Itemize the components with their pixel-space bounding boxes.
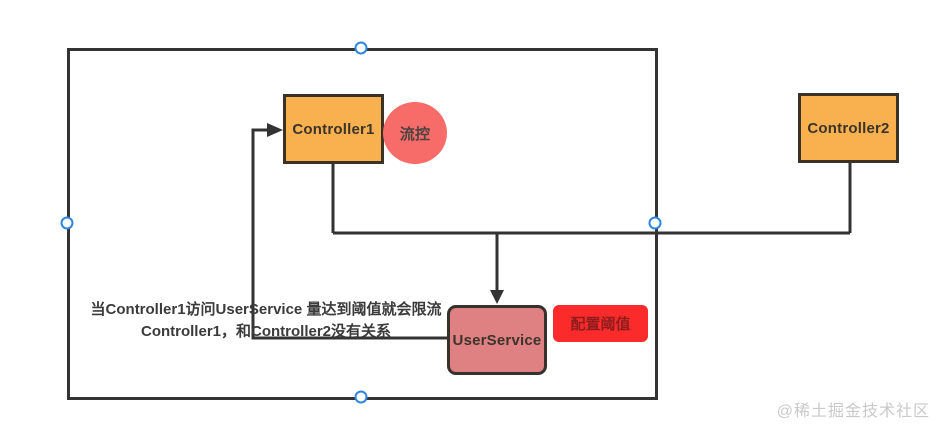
watermark: @稀土掘金技术社区 (776, 403, 930, 420)
resize-handle-right[interactable] (648, 216, 662, 230)
configure-threshold-label: 配置阈值 (570, 316, 631, 333)
resize-handle-left[interactable] (60, 216, 74, 230)
resize-handle-bottom[interactable] (354, 390, 368, 404)
connector-feedback (251, 128, 447, 340)
node-controller2[interactable]: Controller2 (798, 93, 899, 163)
node-flow-control-circle[interactable]: 流控 (383, 102, 447, 164)
node-userservice[interactable]: UserService (447, 305, 547, 375)
node-flow-control-label: 流控 (399, 125, 431, 143)
node-controller2-label: Controller2 (807, 119, 890, 137)
annotation-text[interactable]: 当Controller1访问UserService 量达到阈值就会限流 Cont… (88, 299, 444, 343)
annotation-line2: Controller1，和Controller2没有关系 (140, 323, 392, 340)
node-controller1[interactable]: Controller1 (283, 94, 384, 164)
node-controller1-label: Controller1 (292, 120, 375, 138)
resize-handle-top[interactable] (354, 41, 368, 55)
node-userservice-label: UserService (452, 331, 542, 349)
configure-threshold-button[interactable]: 配置阈值 (553, 305, 648, 342)
arrowhead-controller1 (267, 123, 283, 137)
arrowhead-userservice (490, 290, 504, 304)
annotation-line1: 当Controller1访问UserService 量达到阈值就会限流 (90, 301, 442, 318)
